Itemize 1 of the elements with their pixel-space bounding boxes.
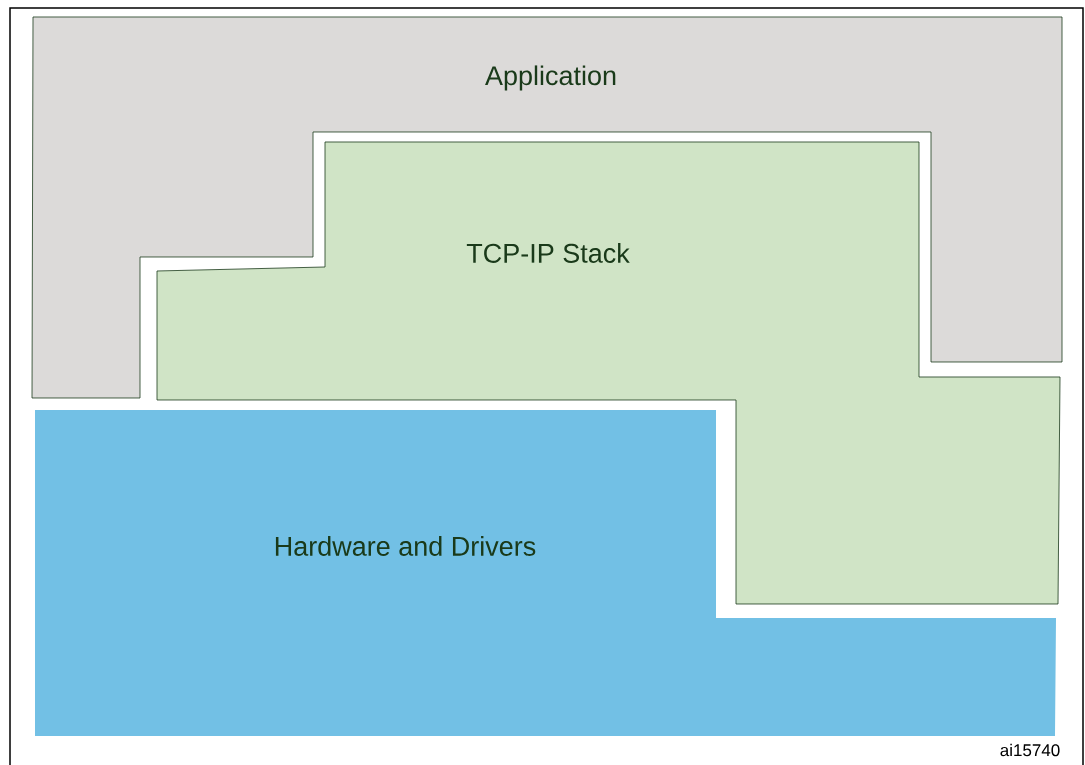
- layer-block: Hardware and Drivers: [35, 410, 1056, 736]
